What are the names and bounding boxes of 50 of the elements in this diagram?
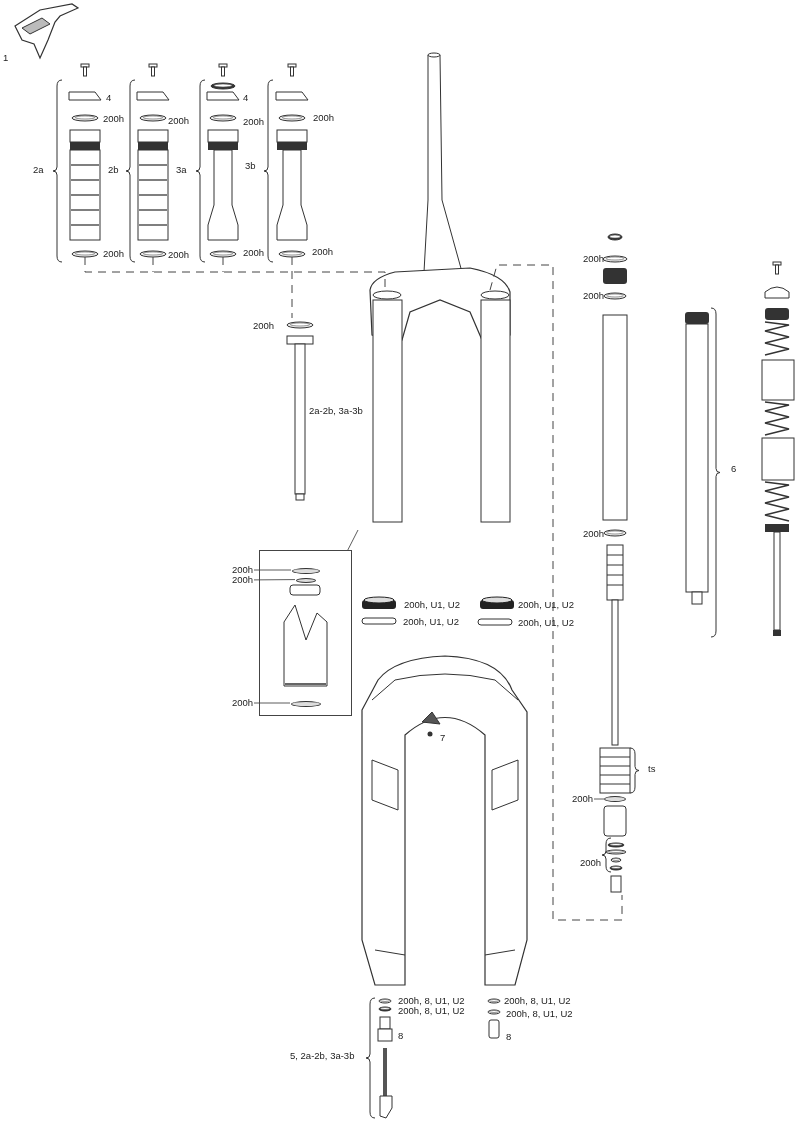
part-label: 4 — [243, 92, 249, 104]
part-label: 200h, 8, U1, U2 — [506, 1008, 573, 1020]
foam-ring-drawing — [283, 604, 328, 687]
part-label: 200h — [253, 320, 275, 332]
part-label: 200h — [232, 697, 254, 709]
part-label: 200h, U1, U2 — [518, 599, 574, 611]
part-label: 200h — [243, 247, 265, 259]
part-label: 200h — [580, 857, 602, 869]
part-label: 200h, U1, U2 — [404, 599, 460, 611]
part-label: 1 — [3, 52, 9, 64]
part-label: ts — [648, 763, 656, 775]
part-label: 200h — [583, 528, 605, 540]
part-label: 200h, U1, U2 — [518, 617, 574, 629]
leader-line — [593, 798, 605, 800]
part-label: 200h — [168, 249, 190, 261]
seal-ring — [604, 796, 626, 802]
part-label: 8 — [398, 1030, 404, 1042]
seal-ring — [291, 701, 321, 707]
part-label: 200h, 8, U1, U2 — [398, 995, 465, 1007]
part-label: 200h — [243, 116, 265, 128]
leader-line — [253, 569, 292, 571]
part-label: 200h, 8, U1, U2 — [398, 1005, 465, 1017]
part-label: 4 — [106, 92, 112, 104]
part-label: 3b — [245, 160, 256, 172]
seal-ring — [296, 578, 316, 583]
part-label: 200h — [232, 564, 254, 576]
part-label: 3a — [176, 164, 187, 176]
part-label: 200h — [583, 290, 605, 302]
leader-line — [347, 529, 359, 551]
leader-line — [253, 702, 291, 704]
part-label: 200h — [103, 113, 125, 125]
seal-ring — [292, 568, 320, 574]
part-label: 200h — [583, 253, 605, 265]
part-label: 200h — [572, 793, 594, 805]
part-label: 8 — [506, 1031, 512, 1043]
part-label: 2b — [108, 164, 119, 176]
inset-box — [259, 550, 352, 716]
leader-line — [253, 579, 296, 581]
part-label: 7 — [440, 732, 446, 744]
part-label: 200h — [168, 115, 190, 127]
part-label: 200h — [232, 574, 254, 586]
part-label: 200h — [312, 246, 334, 258]
part-label: 200h, 8, U1, U2 — [504, 995, 571, 1007]
part-label: 5, 2a-2b, 3a-3b — [290, 1050, 355, 1062]
part-label: 200h, U1, U2 — [403, 616, 459, 628]
part-label: 200h — [313, 112, 335, 124]
part-label: 2a — [33, 164, 44, 176]
part-label: 6 — [731, 463, 737, 475]
part-label: 2a-2b, 3a-3b — [309, 405, 363, 417]
part-label: 200h — [103, 248, 125, 260]
